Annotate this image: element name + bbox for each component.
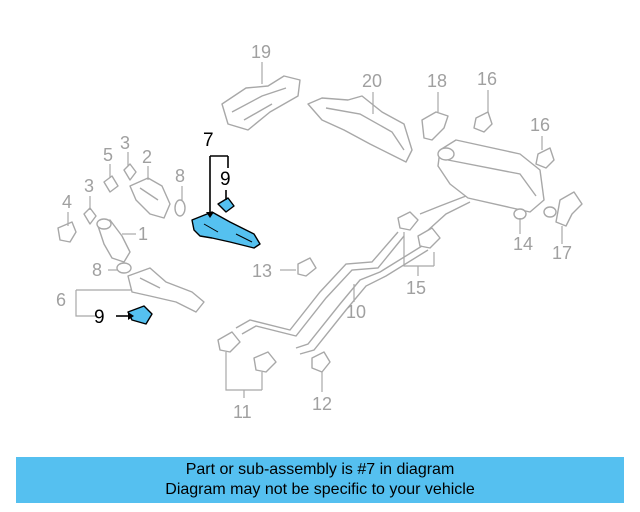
callout-3-lower: 3 [84, 176, 94, 196]
part-16-hanger-right [535, 147, 555, 169]
banner-line-2: Diagram may not be specific to your vehi… [165, 481, 475, 498]
callout-9-upper: 9 [220, 169, 231, 190]
callout-1: 1 [138, 224, 148, 244]
part-3-oxygen-sensor-upper [123, 163, 137, 181]
callout-3-upper: 3 [120, 133, 130, 153]
callout-13: 13 [252, 261, 272, 281]
part-6-converter-assembly [127, 267, 205, 313]
callout-9-lower: 9 [94, 307, 105, 328]
callout-2: 2 [142, 147, 152, 167]
part-13-hanger [297, 257, 317, 277]
callout-6: 6 [56, 290, 66, 310]
part-5-sensor [103, 175, 119, 193]
part-12-hanger [311, 351, 331, 373]
callout-5: 5 [103, 145, 113, 165]
callout-8-lower: 8 [92, 260, 102, 280]
part-7-front-pipe-highlighted [191, 211, 261, 249]
callout-18: 18 [427, 71, 447, 91]
callout-12: 12 [312, 394, 332, 414]
callout-14: 14 [513, 234, 533, 254]
part-18-bracket [421, 111, 449, 141]
part-19-heat-shield [221, 75, 301, 131]
part-4-bracket [57, 221, 77, 243]
callout-10: 10 [346, 302, 366, 322]
callout-17: 17 [552, 243, 572, 263]
part-9-bracket-lower [127, 305, 153, 325]
callout-7: 7 [203, 130, 214, 151]
callout-20: 20 [362, 71, 382, 91]
part-8-gasket-lower [116, 262, 132, 274]
part-2-catalytic-converter [129, 177, 171, 219]
part-10-intermediate-pipes [235, 231, 429, 355]
callout-4: 4 [62, 192, 72, 212]
part-16-hanger-upper [473, 111, 493, 133]
part-17-tail-pipe [555, 191, 583, 227]
banner-line-1: Part or sub-assembly is #7 in diagram [185, 461, 455, 478]
part-14-rear-muffler [419, 139, 557, 233]
part-11-clamps [217, 331, 277, 373]
exhaust-system-diagram: 19 20 18 16 16 14 17 [56, 42, 583, 422]
callout-15: 15 [406, 278, 426, 298]
part-3-oxygen-sensor-lower [83, 207, 97, 225]
part-9-bracket-upper [217, 197, 235, 213]
callout-8-upper: 8 [175, 166, 185, 186]
part-1-front-pipe [96, 218, 131, 263]
callout-11: 11 [233, 402, 252, 422]
callout-16-right: 16 [530, 115, 550, 135]
callout-19: 19 [251, 42, 271, 62]
callout-16-upper: 16 [477, 69, 497, 89]
part-8-gasket-upper [174, 199, 186, 217]
info-banner: Part or sub-assembly is #7 in diagram Di… [16, 457, 624, 503]
part-15-clamps [397, 211, 441, 249]
part-20-heat-shield [307, 95, 413, 163]
